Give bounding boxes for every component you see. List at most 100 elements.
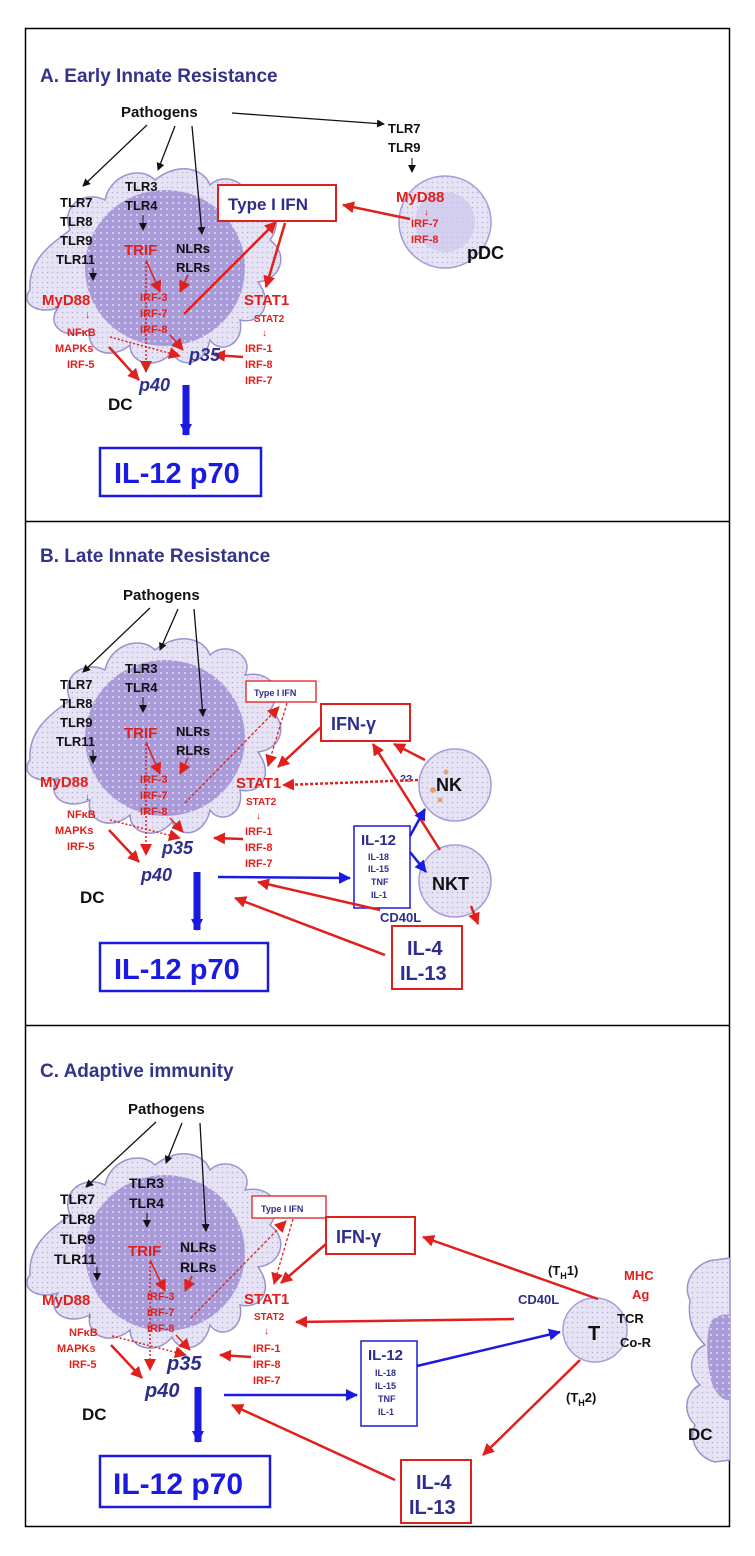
- ifng-box: [320, 703, 411, 742]
- irf8-label: IRF-8: [140, 324, 168, 336]
- pathogens-label: Pathogens: [121, 104, 198, 121]
- il12p70-box: [98, 446, 263, 498]
- stat-irf8-label: IRF-8: [253, 1359, 281, 1371]
- type1-ifn-label: Type I IFN: [254, 688, 296, 698]
- stat-irf1-label: IRF-1: [245, 826, 273, 838]
- p35-label: p35: [166, 1353, 202, 1375]
- pdc-tlr9-label: TLR9: [388, 140, 421, 155]
- pdc-tlr7-label: TLR7: [388, 121, 421, 136]
- myd88-arrow: ↓: [87, 1310, 92, 1321]
- tlr9-label: TLR9: [60, 715, 93, 730]
- rlrs-label: RLRs: [176, 260, 210, 275]
- il13-label: IL-13: [409, 1497, 456, 1519]
- tlr9-label: TLR9: [60, 233, 93, 248]
- stat2-label: STAT2: [254, 314, 285, 325]
- il12p70-label: IL-12 p70: [114, 954, 240, 986]
- tlr11-label: TLR11: [56, 734, 95, 749]
- nfkb-label: NFκB: [69, 1327, 98, 1339]
- panel-b: B. Late Innate Resistance Pathogens TLR7…: [26, 546, 492, 993]
- pdc-myd88-label: MyD88: [396, 189, 444, 206]
- tlr4-label: TLR4: [125, 680, 158, 695]
- cytokine-tnf-label: TNF: [371, 877, 389, 887]
- irf7-label: IRF-7: [147, 1307, 175, 1319]
- tlr7-label: TLR7: [60, 677, 93, 692]
- stat-irf7-label: IRF-7: [245, 375, 273, 387]
- tlr4-label: TLR4: [125, 198, 158, 213]
- myd88-label: MyD88: [42, 292, 90, 309]
- rlrs-label: RLRs: [180, 1259, 217, 1275]
- ifng-box: [325, 1216, 416, 1255]
- svg-text:(TH1): (TH1): [548, 1263, 578, 1281]
- il12p70-label: IL-12 p70: [113, 1468, 243, 1501]
- irf5-label: IRF-5: [69, 1359, 97, 1371]
- tlr4-label: TLR4: [129, 1195, 164, 1211]
- ifng-label: IFN-γ: [336, 1227, 381, 1247]
- irf5-label: IRF-5: [67, 359, 95, 371]
- pdc-irf8-label: IRF-8: [411, 234, 439, 246]
- dc-label: DC: [80, 888, 105, 907]
- trif-label: TRIF: [124, 242, 157, 259]
- nkt-label: NKT: [432, 874, 469, 894]
- tlr7-label: TLR7: [60, 1191, 95, 1207]
- right-dc-label: DC: [688, 1425, 713, 1444]
- cytokine-il12-label: IL-12: [361, 832, 396, 849]
- nlrs-label: NLRs: [176, 724, 210, 739]
- mhc-label: MHC: [624, 1268, 654, 1283]
- stat-irf1-label: IRF-1: [245, 343, 273, 355]
- tlr3-label: TLR3: [125, 661, 158, 676]
- irf3-label: IRF-3: [140, 774, 168, 786]
- type1-ifn-box: [251, 1195, 327, 1219]
- cytokine-il15-label: IL-15: [375, 1381, 396, 1391]
- stat-irf7-label: IRF-7: [245, 858, 273, 870]
- tlr8-label: TLR8: [60, 696, 93, 711]
- il4-il13-box: [391, 925, 463, 990]
- ag-label: Ag: [632, 1287, 649, 1302]
- t-cell-label: T: [588, 1323, 600, 1345]
- cytokine-tnf-label: TNF: [378, 1394, 396, 1404]
- nfkb-label: NFκB: [67, 809, 96, 821]
- myd88-label: MyD88: [42, 1292, 90, 1309]
- cytokine-il18-label: IL-18: [368, 852, 389, 862]
- mapks-label: MAPKs: [55, 825, 94, 837]
- cytokine-il12-label: IL-12: [368, 1347, 403, 1364]
- type1-ifn-box: [217, 184, 337, 222]
- nlrs-label: NLRs: [176, 241, 210, 256]
- nk-cell: [418, 748, 492, 822]
- mapks-label: MAPKs: [55, 343, 94, 355]
- myd88-arrow: ↓: [85, 310, 90, 321]
- th1-label: (TH1): [548, 1263, 578, 1281]
- p40-label: p40: [138, 375, 170, 395]
- nk-label: NK: [436, 775, 462, 795]
- dc-label: DC: [108, 395, 133, 414]
- pdc-cell: [398, 175, 492, 269]
- tlr8-label: TLR8: [60, 214, 93, 229]
- stat-irf7-label: IRF-7: [253, 1375, 281, 1387]
- stat2-label: STAT2: [246, 797, 277, 808]
- type1-ifn-label: Type I IFN: [228, 195, 308, 214]
- tlr9-label: TLR9: [60, 1231, 95, 1247]
- irf8-label: IRF-8: [147, 1323, 175, 1335]
- panel-a-title: A. Early Innate Resistance: [40, 66, 278, 87]
- myd88-arrow: ↓: [85, 792, 90, 803]
- il4-label: IL-4: [407, 938, 443, 960]
- stat1-label: STAT1: [244, 1291, 289, 1308]
- panel-c-title: C. Adaptive immunity: [40, 1061, 234, 1082]
- th2-label: (TH2): [566, 1390, 596, 1408]
- pdc-myd88-arrow: ↓: [424, 207, 429, 218]
- trif-label: TRIF: [128, 1243, 161, 1260]
- irf3-label: IRF-3: [140, 292, 168, 304]
- il12p70-label: IL-12 p70: [114, 458, 240, 490]
- tlr11-label: TLR11: [56, 252, 95, 267]
- stat-arrow: ↓: [256, 811, 261, 822]
- il13-label: IL-13: [400, 963, 447, 985]
- cytokine-il18-label: IL-18: [375, 1368, 396, 1378]
- cd40l-label: CD40L: [380, 910, 421, 925]
- type1-ifn-label: Type I IFN: [261, 1204, 303, 1214]
- mapks-label: MAPKs: [57, 1343, 96, 1355]
- cytokine-il1-label: IL-1: [371, 890, 387, 900]
- tlr3-label: TLR3: [125, 179, 158, 194]
- dc-label: DC: [82, 1405, 107, 1424]
- p40-label: p40: [140, 865, 172, 885]
- tlr3-label: TLR3: [129, 1175, 164, 1191]
